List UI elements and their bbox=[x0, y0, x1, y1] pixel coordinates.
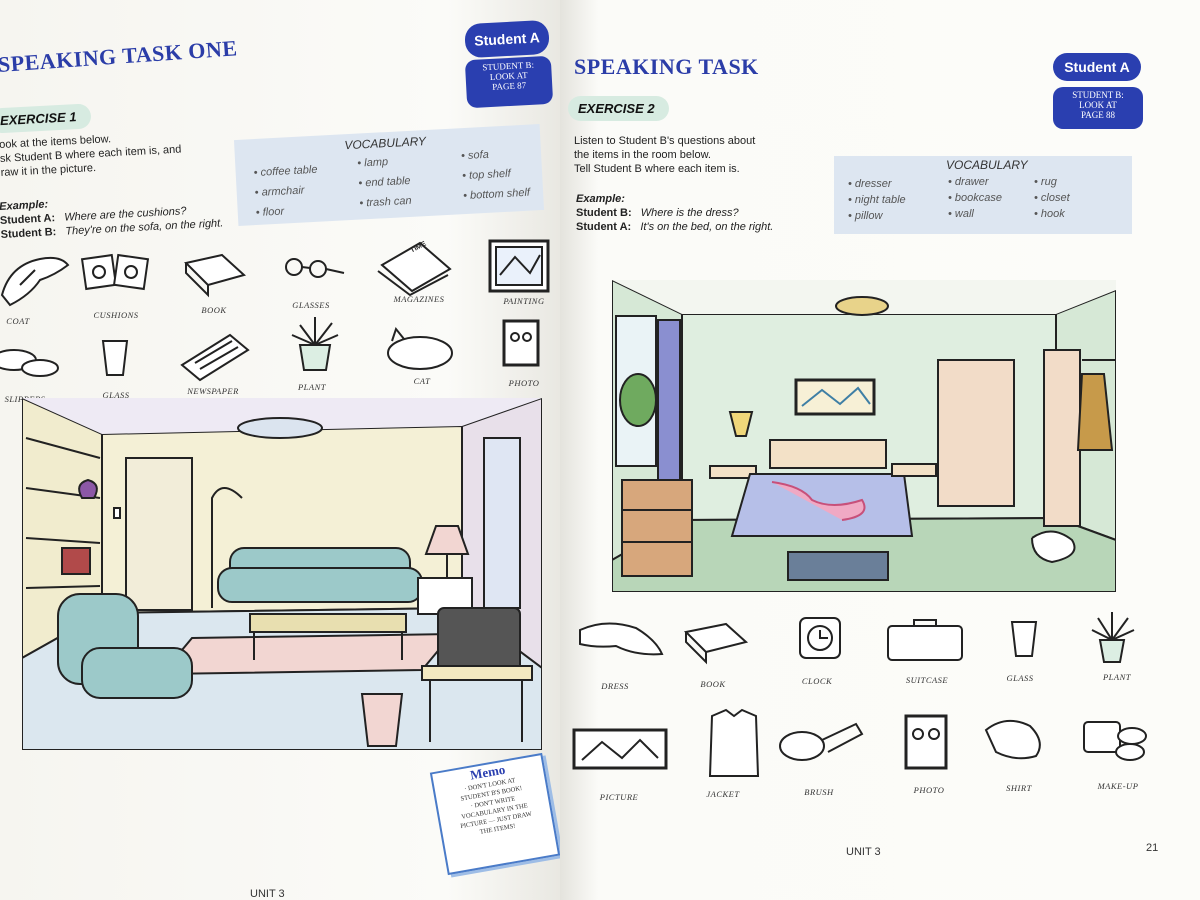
vocab-item: • drawer bbox=[948, 176, 989, 188]
item-label: PICTURE bbox=[599, 792, 639, 802]
item-label: PLANT bbox=[297, 382, 326, 392]
item-label: CLOCK bbox=[801, 676, 833, 686]
glass-icon bbox=[1010, 621, 1038, 657]
student-b-note: STUDENT B: LOOK AT PAGE 88 bbox=[1053, 87, 1143, 129]
vocab-item: • coffee table bbox=[253, 163, 318, 180]
vocab-item: • armchair bbox=[254, 184, 305, 200]
vocab-item: • bookcase bbox=[948, 192, 1002, 204]
item-label: BOOK bbox=[201, 305, 227, 315]
right-page: SPEAKING TASK Student A STUDENT B: LOOK … bbox=[560, 0, 1200, 900]
item-label: CUSHIONS bbox=[93, 310, 139, 320]
suitcase-icon bbox=[887, 619, 963, 661]
vocabulary-box: VOCABULARY • coffee table • armchair • f… bbox=[233, 124, 545, 226]
item-icons bbox=[0, 239, 550, 382]
vocab-item: • trash can bbox=[359, 194, 412, 210]
item-label: SHIRT bbox=[1006, 783, 1032, 793]
example-line: Where is the dress? bbox=[640, 207, 739, 219]
cat-icon bbox=[387, 326, 453, 370]
magazines-icon bbox=[377, 241, 452, 297]
example-speaker: Student B: bbox=[576, 207, 632, 219]
item-label: PLANT bbox=[1102, 672, 1131, 682]
example-line: It's on the bed, on the right. bbox=[640, 221, 774, 233]
vocabulary-heading: VOCABULARY bbox=[946, 158, 1028, 172]
item-label: CAT bbox=[413, 376, 431, 386]
vocab-item: • top shelf bbox=[461, 167, 511, 183]
vocab-item: • night table bbox=[848, 194, 906, 206]
example: Example: Student A: Where are the cushio… bbox=[0, 188, 224, 242]
item-label: PHOTO bbox=[508, 378, 540, 388]
vocab-item: • bottom shelf bbox=[462, 186, 531, 203]
instructions: ook at the items below. sk Student B whe… bbox=[0, 129, 182, 180]
slippers-icon bbox=[0, 349, 59, 377]
item-label: BOOK bbox=[700, 679, 726, 689]
vocabulary-box: VOCABULARY • dresser • night table • pil… bbox=[834, 156, 1132, 234]
item-label: JACKET bbox=[706, 789, 740, 799]
instructions: Listen to Student B's questions about th… bbox=[574, 134, 755, 176]
vocabulary-heading: VOCABULARY bbox=[344, 134, 427, 153]
vocab-item: • wall bbox=[948, 208, 974, 220]
vocab-item: • end table bbox=[358, 174, 411, 190]
photo-icon bbox=[904, 714, 948, 770]
plant-icon bbox=[291, 317, 339, 371]
example-label: Example: bbox=[576, 193, 625, 205]
page-title: SPEAKING TASK ONE bbox=[0, 35, 239, 77]
item-label: GLASS bbox=[102, 390, 130, 400]
page-title: SPEAKING TASK bbox=[574, 54, 759, 79]
bedroom-illustration bbox=[612, 280, 1116, 592]
item-label: PHOTO bbox=[913, 785, 945, 795]
item-label: NEWSPAPER bbox=[187, 386, 239, 396]
shirt-icon bbox=[984, 719, 1041, 760]
item-label: GLASSES bbox=[292, 300, 330, 310]
item-label: DRESS bbox=[601, 681, 629, 691]
student-badge: Student A bbox=[464, 19, 550, 59]
page-number: 21 bbox=[1146, 842, 1159, 854]
clock-icon bbox=[799, 617, 841, 659]
exercise-label: EXERCISE 1 bbox=[0, 103, 92, 134]
instruction-line: the items in the room below. bbox=[574, 149, 711, 161]
vocab-item: • hook bbox=[1034, 208, 1065, 220]
vocab-item: • sofa bbox=[460, 148, 490, 163]
item-label: SUITCASE bbox=[905, 675, 949, 685]
vocab-item: • pillow bbox=[848, 210, 883, 222]
vocab-item: • rug bbox=[1034, 176, 1057, 188]
painting-icon bbox=[488, 239, 550, 293]
living-room-illustration bbox=[22, 398, 542, 750]
dress-icon bbox=[579, 622, 664, 656]
instruction-line: Listen to Student B's questions about bbox=[574, 135, 756, 147]
student-b-note: STUDENT B: LOOK AT PAGE 87 bbox=[464, 55, 554, 109]
vocab-item: • dresser bbox=[848, 178, 892, 190]
coat-icon bbox=[0, 256, 70, 307]
left-page: SPEAKING TASK ONE Student A STUDENT B: L… bbox=[0, 0, 560, 900]
item-label: PAINTING bbox=[503, 296, 545, 306]
bedroom-item-icons bbox=[572, 612, 1147, 777]
glasses-icon bbox=[285, 258, 345, 278]
instruction-line: Tell Student B where each item is. bbox=[574, 163, 740, 175]
student-badge: Student A bbox=[1053, 53, 1141, 81]
cushions-icon bbox=[80, 253, 150, 291]
example: Example: Student B: Where is the dress? … bbox=[576, 192, 773, 234]
exercise-label: EXERCISE 2 bbox=[568, 96, 669, 121]
photo-icon bbox=[502, 319, 540, 367]
book-icon bbox=[184, 253, 247, 298]
make-up-icon bbox=[1083, 721, 1147, 761]
brush-icon bbox=[779, 722, 864, 761]
vocab-item: • closet bbox=[1034, 192, 1070, 204]
page-footer: UNIT 3 bbox=[846, 846, 881, 858]
book-icon bbox=[683, 622, 749, 665]
item-label: COAT bbox=[6, 316, 30, 326]
vocab-item: • floor bbox=[255, 205, 285, 220]
memo-card: Memo · DON'T LOOK AT STUDENT B'S BOOK! ·… bbox=[429, 752, 560, 876]
example-speaker: Student A: bbox=[576, 221, 632, 233]
jacket-icon bbox=[708, 708, 760, 777]
item-label: BRUSH bbox=[804, 787, 834, 797]
item-label: MAGAZINES bbox=[393, 294, 445, 304]
newspaper-icon bbox=[180, 333, 250, 382]
glass-icon bbox=[101, 340, 129, 376]
picture-icon bbox=[572, 728, 668, 770]
item-label: MAKE-UP bbox=[1097, 781, 1139, 791]
plant-icon bbox=[1091, 612, 1135, 663]
vocab-item: • lamp bbox=[357, 156, 389, 170]
page-footer: UNIT 3 bbox=[250, 888, 285, 900]
item-label: GLASS bbox=[1006, 673, 1034, 683]
